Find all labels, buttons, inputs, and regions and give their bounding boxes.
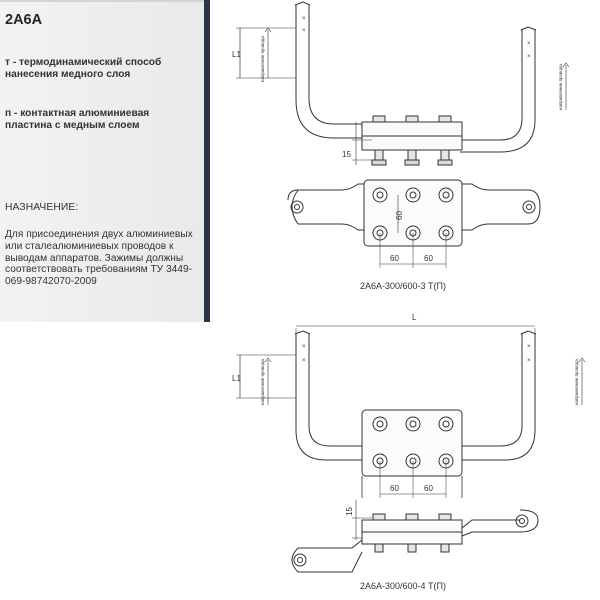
top-wire-label-right: направление провода [558, 64, 563, 110]
top-plan-view: 60 60 60 2А6А-300/600-3 Т(П) [287, 179, 541, 291]
svg-text:×: × [527, 41, 531, 47]
purpose-text: Для присоединения двух алюминиевых или с… [5, 229, 193, 288]
top-dim-60-vertical: 60 [395, 211, 404, 220]
product-title: 2А6А [5, 12, 43, 28]
bottom-dim-L: L [412, 313, 417, 322]
bottom-dim-15: 15 [345, 507, 354, 516]
bottom-caption: 2А6А-300/600-4 Т(П) [360, 581, 446, 591]
sidebar-panel: 2А6А т - термодинамический способ нанесе… [0, 0, 210, 322]
note-t: т - термодинамический способ нанесения м… [5, 57, 162, 80]
bottom-side-view: 15 2А6А-300/600-4 Т(П) [291, 500, 539, 591]
technical-drawing: × × × × L1 направление [232, 1, 586, 591]
top-dim-60-right: 60 [424, 254, 433, 263]
bottom-wire-label-left: направление провода [260, 359, 265, 405]
note-p: п - контактная алюминиевая пластина с ме… [5, 108, 150, 131]
sidebar-top-rule [0, 0, 204, 2]
svg-text:×: × [527, 54, 531, 60]
top-side-view: × × × × L1 направление [232, 1, 570, 166]
top-caption: 2А6А-300/600-3 Т(П) [360, 281, 446, 291]
bottom-dim-60-right: 60 [424, 484, 433, 493]
purpose-heading: НАЗНАЧЕНИЕ: [5, 202, 79, 213]
svg-text:×: × [302, 358, 306, 364]
top-dim-15: 15 [342, 150, 351, 159]
svg-text:×: × [527, 358, 531, 364]
bottom-dim-60-left: 60 [390, 484, 399, 493]
bottom-dim-l1: L1 [232, 374, 241, 383]
svg-text:×: × [302, 344, 306, 350]
bottom-wire-label-right: направление провода [574, 359, 579, 405]
top-dim-60-left: 60 [390, 254, 399, 263]
bottom-front-view: L × × × × 60 60 L1 направление провода [232, 313, 586, 498]
top-wire-label-left: направление провода [260, 36, 265, 82]
svg-text:×: × [302, 28, 306, 34]
svg-text:×: × [527, 344, 531, 350]
svg-text:×: × [302, 16, 306, 22]
top-dim-l1: L1 [232, 50, 241, 59]
